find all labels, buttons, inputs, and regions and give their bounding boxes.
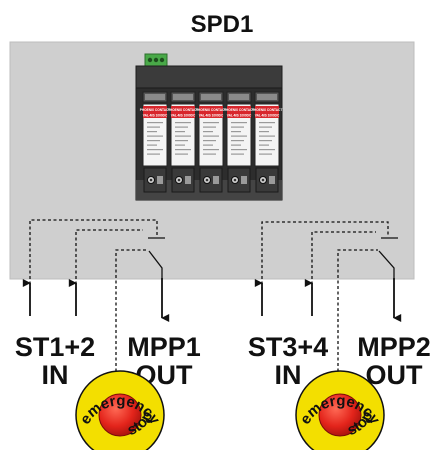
left-wiring — [29, 219, 165, 388]
stop-button-2 — [318, 393, 362, 437]
label-st12: ST1+2 — [15, 332, 95, 362]
spd-module: PHOENIX CONTACT VAL-MS 1000DC — [168, 91, 199, 193]
emergency-stop-2: emergency stop — [295, 370, 385, 450]
label-st34-in: IN — [275, 360, 302, 390]
spd-module: PHOENIX CONTACT VAL-MS 1000DC — [140, 91, 171, 193]
spd-module: PHOENIX CONTACT VAL-MS 1000DC — [252, 91, 283, 193]
emergency-stop-1: emergency stop — [75, 370, 165, 450]
spd-module: PHOENIX CONTACT VAL-MS 1000DC — [196, 91, 227, 193]
label-mpp1: MPP1 — [127, 332, 201, 362]
arrows — [22, 278, 402, 322]
module-brand: PHOENIX CONTACT — [196, 108, 227, 112]
label-st12-in: IN — [42, 360, 69, 390]
module-brand: PHOENIX CONTACT — [252, 108, 283, 112]
spd-module: PHOENIX CONTACT VAL-MS 1000DC — [224, 91, 255, 193]
label-st34: ST3+4 — [248, 332, 328, 362]
module-brand: PHOENIX CONTACT — [224, 108, 255, 112]
label-mpp2-out: OUT — [366, 360, 424, 390]
label-mpp2: MPP2 — [357, 332, 431, 362]
right-wiring — [261, 221, 398, 388]
module-model: VAL-MS 1000DC — [143, 114, 168, 118]
module-brand: PHOENIX CONTACT — [140, 108, 171, 112]
module-model: VAL-MS 1000DC — [171, 114, 196, 118]
module-brand: PHOENIX CONTACT — [168, 108, 199, 112]
stop-button-1 — [98, 393, 142, 437]
module-model: VAL-MS 1000DC — [255, 114, 280, 118]
diagram-title: SPD1 — [191, 11, 254, 38]
module-model: VAL-MS 1000DC — [227, 114, 252, 118]
module-model: VAL-MS 1000DC — [199, 114, 224, 118]
